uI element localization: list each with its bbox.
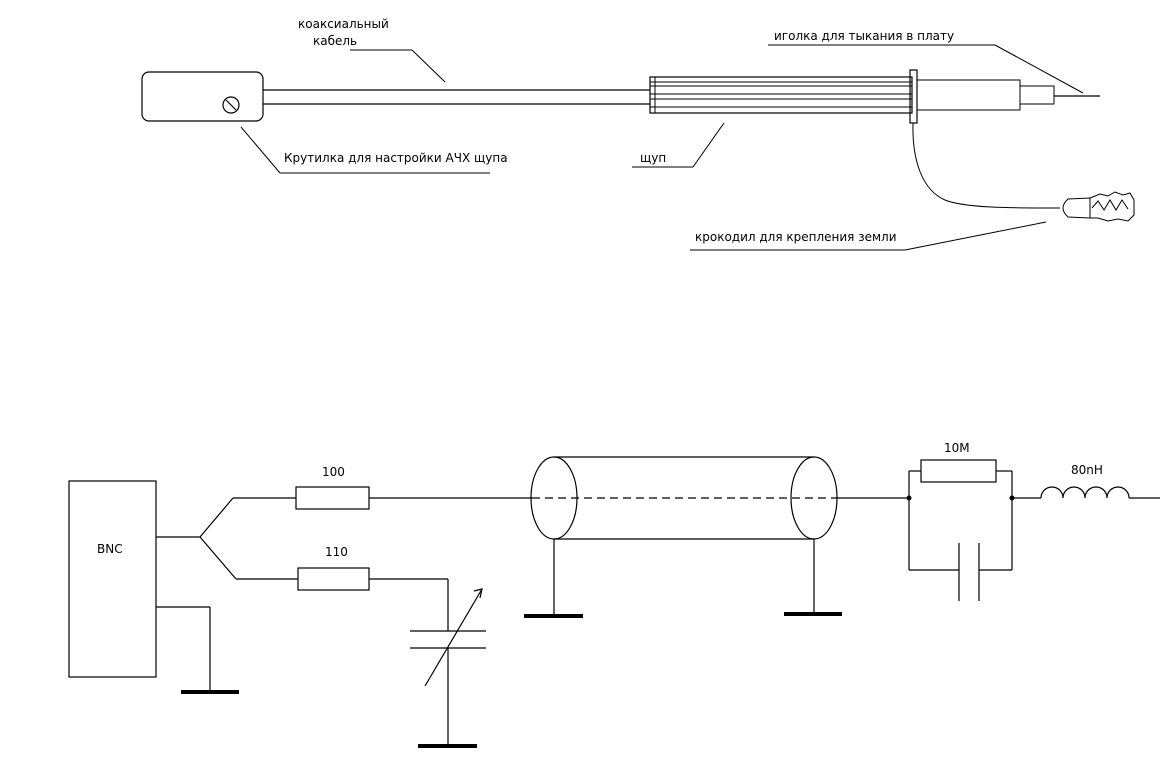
probe-body: [649, 76, 913, 114]
resistor-110-label: 110: [325, 545, 348, 559]
coax-ground-left-icon: [524, 539, 583, 618]
probe-collar: [909, 69, 918, 124]
schematic: BNC 100 110: [68, 441, 1160, 748]
resistor-100-label: 100: [322, 465, 345, 479]
inductor-80nh-label: 80nH: [1071, 463, 1103, 477]
label-clip-text: крокодил для крепления земли: [695, 230, 897, 244]
label-coax: коаксиальный кабель: [298, 17, 446, 83]
label-probe-text: щуп: [640, 151, 666, 165]
coax-cable: [263, 89, 650, 105]
probe-drawing: коаксиальный кабель иголка для тыкания в…: [141, 17, 1135, 251]
compensation-box: [141, 71, 264, 122]
probe-tip: [916, 79, 1100, 111]
input-split: [156, 497, 298, 580]
bnc-ground-icon: [156, 606, 239, 694]
trim-knob-icon: [222, 96, 240, 114]
trimmer-capacitor-icon: [410, 588, 486, 748]
coax-ground-right-icon: [784, 539, 842, 616]
label-clip: крокодил для крепления земли: [690, 221, 1047, 251]
ground-lead: [912, 122, 1135, 222]
bnc-connector: BNC: [68, 480, 157, 678]
bnc-label: BNC: [97, 542, 123, 556]
label-knob: Крутилка для настройки АЧХ щупа: [240, 126, 508, 174]
label-coax-line2: кабель: [313, 34, 357, 48]
label-probe: щуп: [632, 122, 725, 168]
rc-parallel: 10M: [906, 441, 1015, 601]
label-knob-text: Крутилка для настройки АЧХ щупа: [284, 151, 508, 165]
crocodile-clip-icon: [1062, 191, 1135, 222]
label-needle-text: иголка для тыкания в плату: [774, 29, 954, 43]
coax-cylinder: [530, 456, 838, 540]
inductor-icon: 80nH: [1012, 463, 1160, 499]
resistor-110: 110: [297, 545, 449, 631]
resistor-100: 100: [295, 465, 532, 510]
resistor-10m-label: 10M: [944, 441, 970, 455]
label-needle: иголка для тыкания в плату: [768, 29, 1084, 94]
label-coax-line1: коаксиальный: [298, 17, 389, 31]
capacitor-icon: [909, 543, 1012, 601]
